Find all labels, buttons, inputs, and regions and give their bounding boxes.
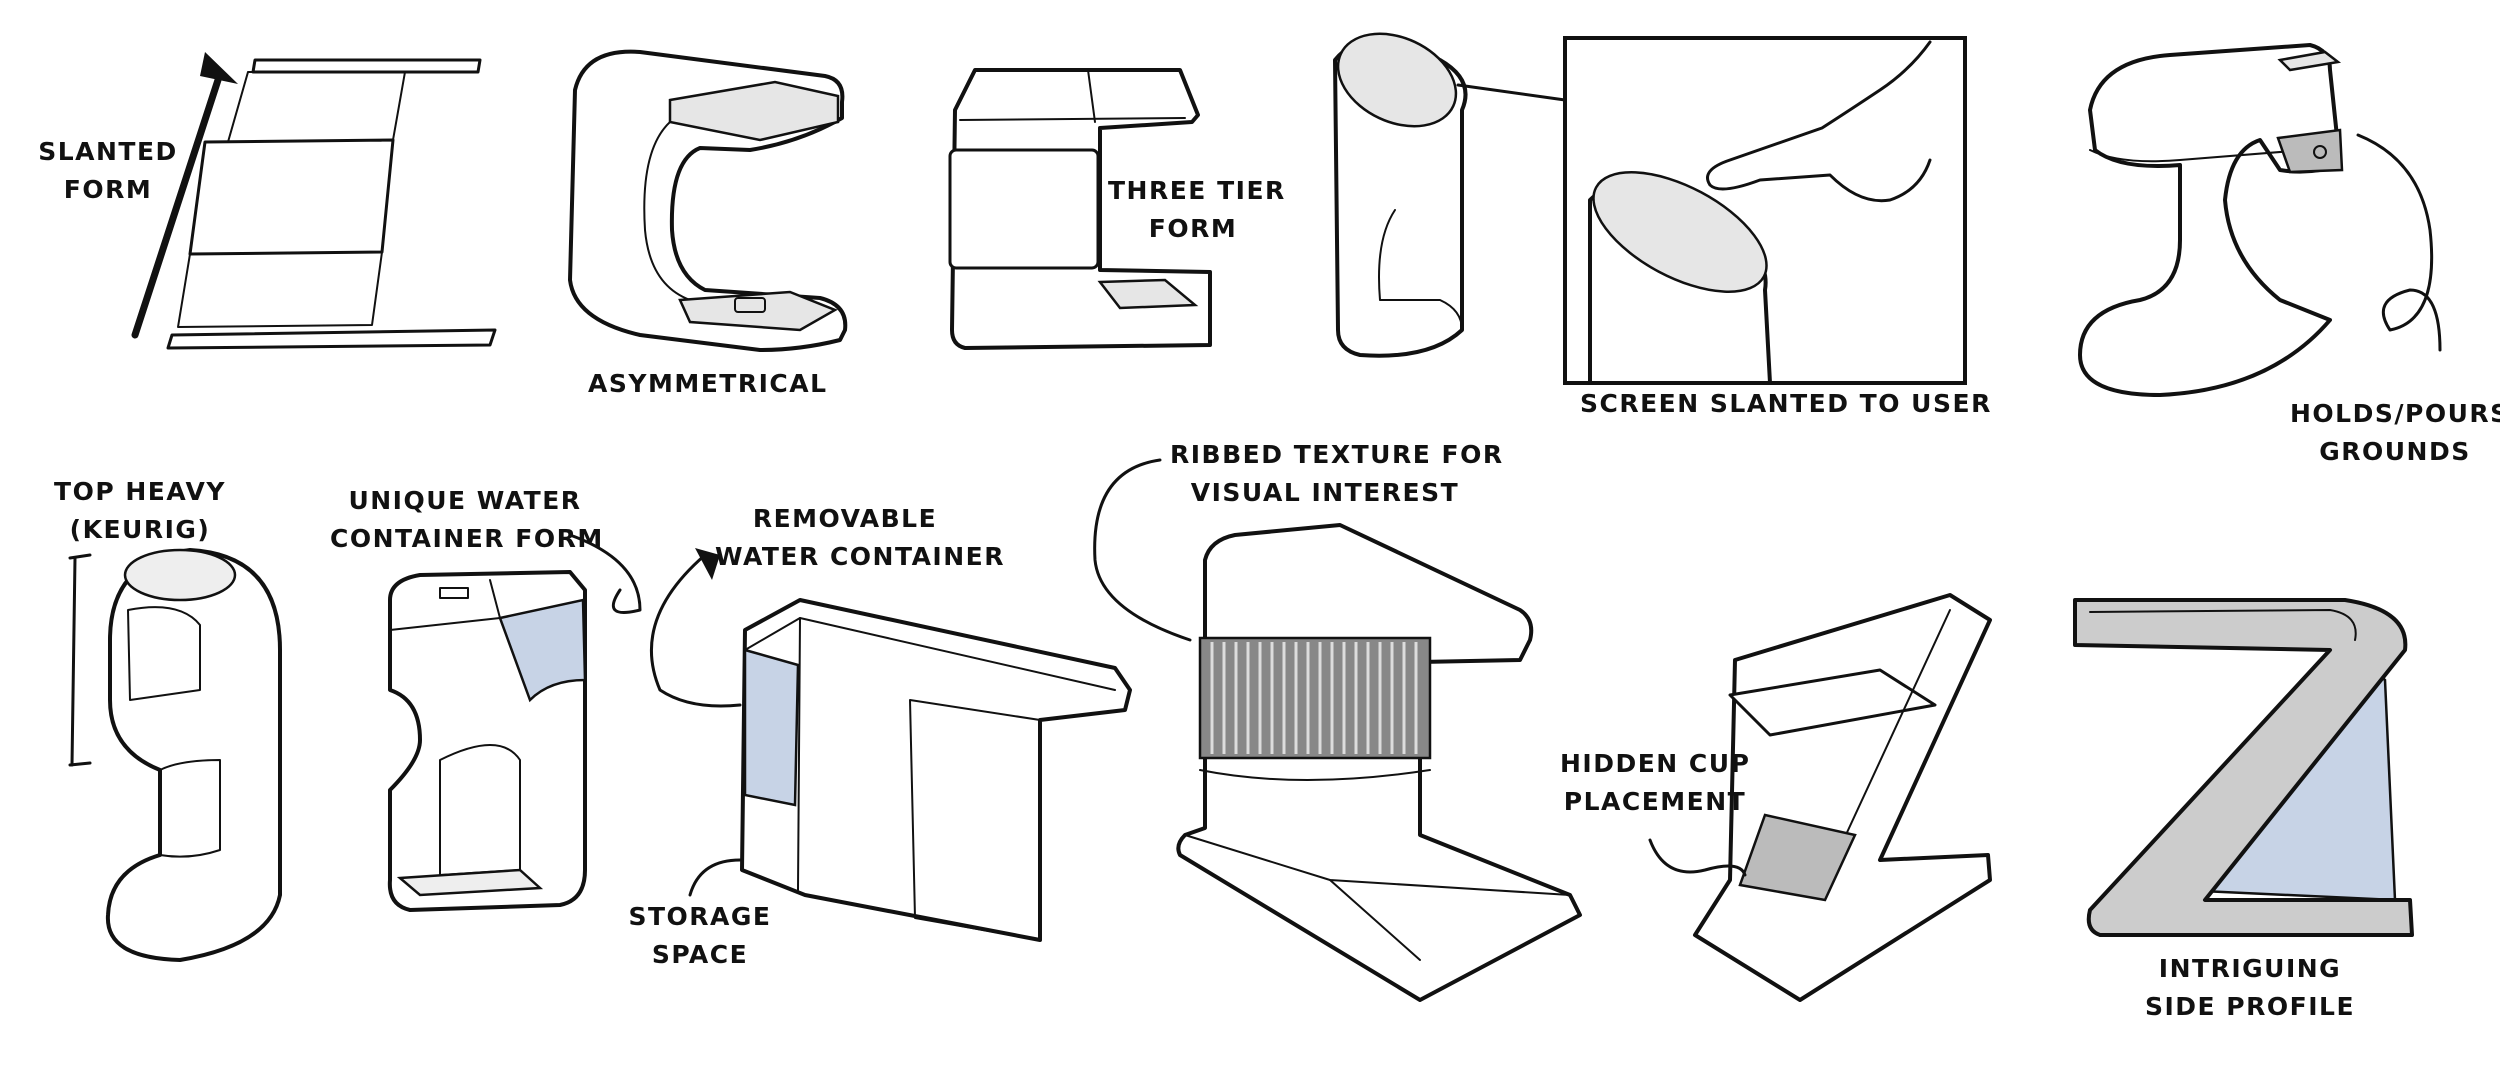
label-three-tier: THREE TIER FORM: [1108, 172, 1286, 247]
sketch-ribbed-texture: [1093, 458, 1582, 1002]
label-line: HIDDEN CUP: [1560, 749, 1751, 778]
label-asymmetrical: ASYMMETRICAL: [588, 365, 828, 403]
label-removable-water: REMOVABLE WATER CONTAINER: [715, 500, 1005, 575]
label-line: SCREEN SLANTED TO USER: [1580, 389, 1992, 418]
arrow-head-icon: [200, 52, 238, 84]
label-line: (KEURIG): [69, 514, 211, 544]
label-line: CONTAINER FORM: [330, 523, 604, 553]
label-slanted-form: SLANTED FORM: [38, 133, 178, 208]
sketch-removable-water: [649, 548, 1132, 942]
sketch-hidden-cup: [1648, 593, 1992, 1002]
label-line: INTRIGUING: [2158, 954, 2342, 983]
sketch-top-heavy: [68, 548, 282, 962]
label-line: HOLDS/POURS: [2290, 399, 2500, 428]
label-line: SLANTED: [38, 137, 178, 166]
label-line: FORM: [1148, 213, 1238, 243]
label-line: UNIQUE WATER: [348, 486, 582, 515]
label-top-heavy: TOP HEAVY (KEURIG): [50, 473, 230, 548]
label-line: SPACE: [651, 939, 749, 969]
arrow-head-icon: [695, 548, 720, 580]
sketch-side-profile: [2073, 598, 2414, 937]
sketch-three-tier: [948, 68, 1212, 350]
sketch-slanted-form: [131, 52, 497, 350]
label-line: STORAGE: [628, 902, 772, 931]
label-line: REMOVABLE: [752, 504, 938, 533]
label-line: THREE TIER: [1108, 176, 1286, 205]
label-hidden-cup: HIDDEN CUP PLACEMENT: [1560, 745, 1750, 820]
sketch-unique-water: [387, 533, 642, 912]
rib-lines: [1210, 642, 1418, 754]
label-holds-pours: HOLDS/POURS GROUNDS: [2290, 395, 2500, 470]
label-line: WATER CONTAINER: [715, 541, 1005, 571]
label-screen-slanted: SCREEN SLANTED TO USER: [1580, 385, 1992, 423]
label-line: GROUNDS: [2319, 436, 2471, 466]
label-line: TOP HEAVY: [54, 477, 226, 506]
label-line: SIDE PROFILE: [2144, 991, 2356, 1021]
label-storage-space: STORAGE SPACE: [620, 898, 780, 973]
label-side-profile: INTRIGUING SIDE PROFILE: [2140, 950, 2360, 1025]
sketch-asymmetrical: [568, 49, 848, 352]
label-line: VISUAL INTEREST: [1190, 477, 1460, 507]
label-ribbed-texture: RIBBED TEXTURE FOR VISUAL INTEREST: [1170, 436, 1504, 511]
label-unique-water: UNIQUE WATER CONTAINER FORM: [330, 482, 604, 557]
sketch-screen-slanted: [1333, 32, 1967, 385]
label-line: ASYMMETRICAL: [588, 369, 828, 398]
sketch-holds-pours: [2078, 43, 2442, 397]
label-line: FORM: [63, 174, 153, 204]
label-line: RIBBED TEXTURE FOR: [1170, 440, 1504, 469]
label-line: PLACEMENT: [1563, 786, 1747, 816]
